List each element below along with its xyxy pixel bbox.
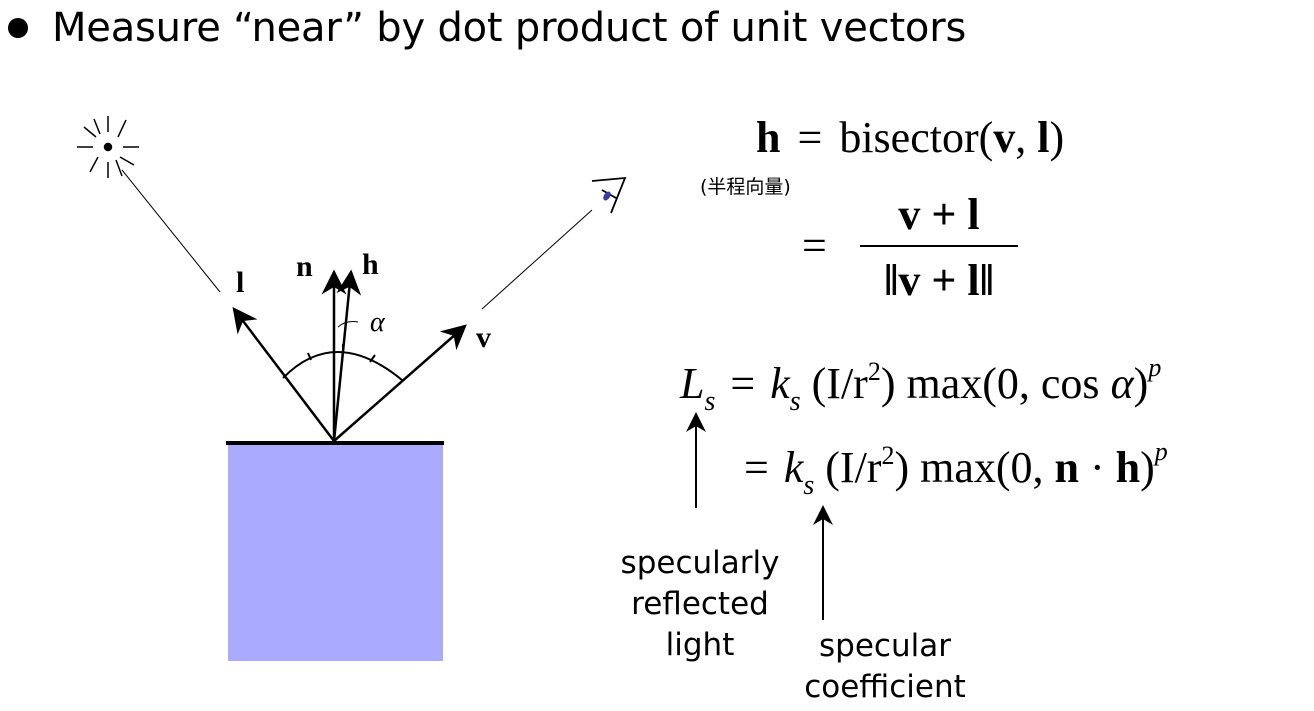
L-symbol: L [680, 359, 705, 408]
max-close: ) [1133, 359, 1149, 408]
dot-operator: · [1079, 443, 1116, 492]
l-symbol: l [1037, 113, 1050, 162]
specular-light-line-2: reflected [631, 586, 769, 622]
label-v: v [476, 321, 491, 354]
alpha-angle-mark [337, 321, 359, 328]
v-symbol: v [993, 113, 1016, 162]
eye-icon [591, 176, 627, 214]
r-exponent-2: 2 [881, 441, 895, 470]
L-subscript: s [704, 386, 716, 417]
label-l: l [236, 266, 244, 299]
r-exponent: 2 [867, 357, 881, 386]
angle-arc [282, 351, 403, 381]
n-symbol: n [1054, 443, 1079, 492]
equation-h-bisector: h = bisector(v, l) [756, 112, 1064, 163]
specular-light-line-3: light [665, 627, 735, 663]
bullet-dot [8, 18, 28, 38]
intensity-term: (I/r [811, 359, 868, 408]
max-open: ) max(0, cos [880, 359, 1111, 408]
surface-block [228, 443, 443, 661]
k-symbol: k [770, 359, 790, 408]
close-paren: ) [1049, 113, 1065, 162]
fraction-denominator: ‖v + l‖ [884, 256, 994, 305]
h-symbol: h [756, 113, 781, 162]
specular-coef-line-1: specular [819, 628, 951, 664]
l-vector-arrow [232, 307, 335, 442]
k-subscript-2: s [803, 470, 815, 501]
intensity-term-2: (I/r [825, 443, 882, 492]
v-vector-arrow [333, 324, 467, 442]
specular-light-label: specularly reflected light [608, 543, 792, 666]
equals-sign-4: = [744, 443, 769, 492]
specular-light-line-1: specularly [620, 545, 780, 581]
label-n: n [296, 250, 313, 283]
label-h: h [362, 248, 379, 281]
max-close-2: ) [1140, 443, 1155, 492]
p-exponent: p [1148, 353, 1162, 382]
fraction-numerator: v + l [898, 190, 980, 239]
equals-sign-2: = [802, 221, 827, 270]
bullet-text: Measure “near” by dot product of unit ve… [52, 5, 967, 51]
bisector-text: bisector( [839, 113, 994, 162]
comma: , [1015, 113, 1038, 162]
alpha-symbol: α [1110, 359, 1134, 408]
h-vector-arrow [332, 269, 362, 442]
equation-ls-cos: Ls = ks (I/r2) max(0, cos α)p [680, 353, 1161, 417]
specular-coef-line-2: coefficient [804, 669, 966, 705]
label-alpha: α [370, 307, 386, 338]
equals-sign-3: = [730, 359, 756, 408]
k-subscript: s [789, 386, 801, 417]
equals-sign: = [797, 113, 823, 162]
h-symbol-2: h [1115, 443, 1141, 492]
equation-ls-dot: = ks (I/r2) max(0, n · h)p [744, 437, 1168, 501]
light-ray [121, 169, 221, 293]
specular-coefficient-label: specular coefficient [790, 626, 980, 708]
light-source-icon [77, 116, 139, 178]
view-ray [481, 209, 593, 310]
bullet-point: Measure “near” by dot product of unit ve… [8, 0, 966, 56]
max-open-2: ) max(0, [894, 443, 1055, 492]
p-exponent-2: p [1154, 437, 1168, 466]
k-symbol-2: k [783, 443, 804, 492]
arc-tick-3 [369, 354, 376, 363]
half-vector-note: (半程向量) [700, 176, 791, 198]
arc-tick-1 [307, 352, 312, 361]
